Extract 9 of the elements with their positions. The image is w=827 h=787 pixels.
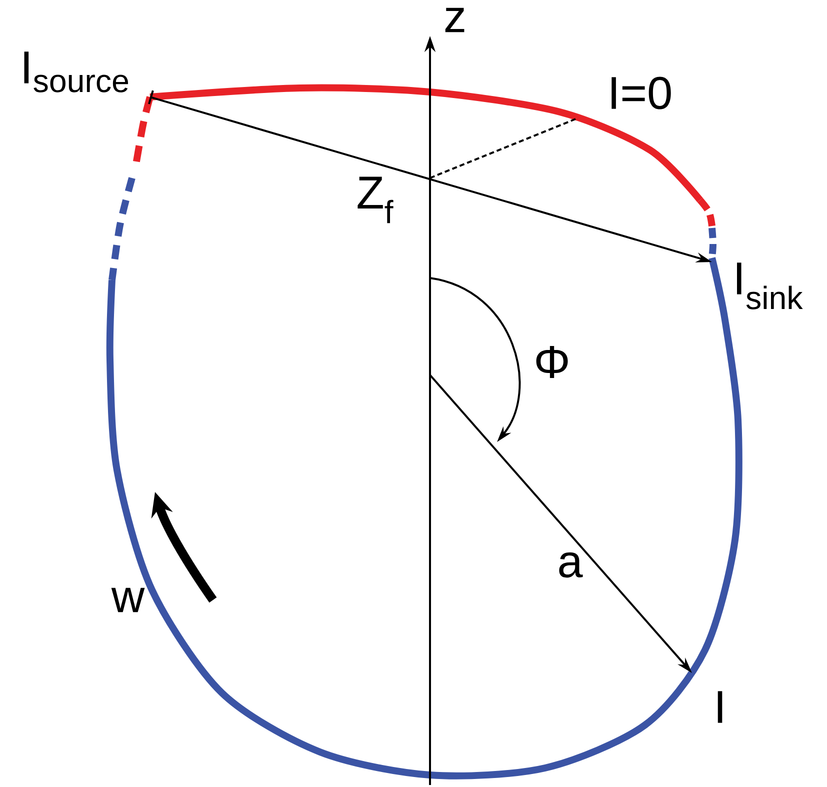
- point-label: I$_{source}$: [24, 52, 128, 92]
- point-label: I$_{sink}$: [737, 262, 803, 310]
- point-label: Z$_{f}$: [358, 176, 394, 224]
- axis-label: z: [445, 8, 464, 32]
- radius-label: a: [559, 552, 583, 578]
- point-label: I: [718, 691, 722, 723]
- direction-label: w: [111, 588, 145, 612]
- point-label: I=0: [612, 76, 671, 110]
- angle-label: Φ: [536, 346, 568, 378]
